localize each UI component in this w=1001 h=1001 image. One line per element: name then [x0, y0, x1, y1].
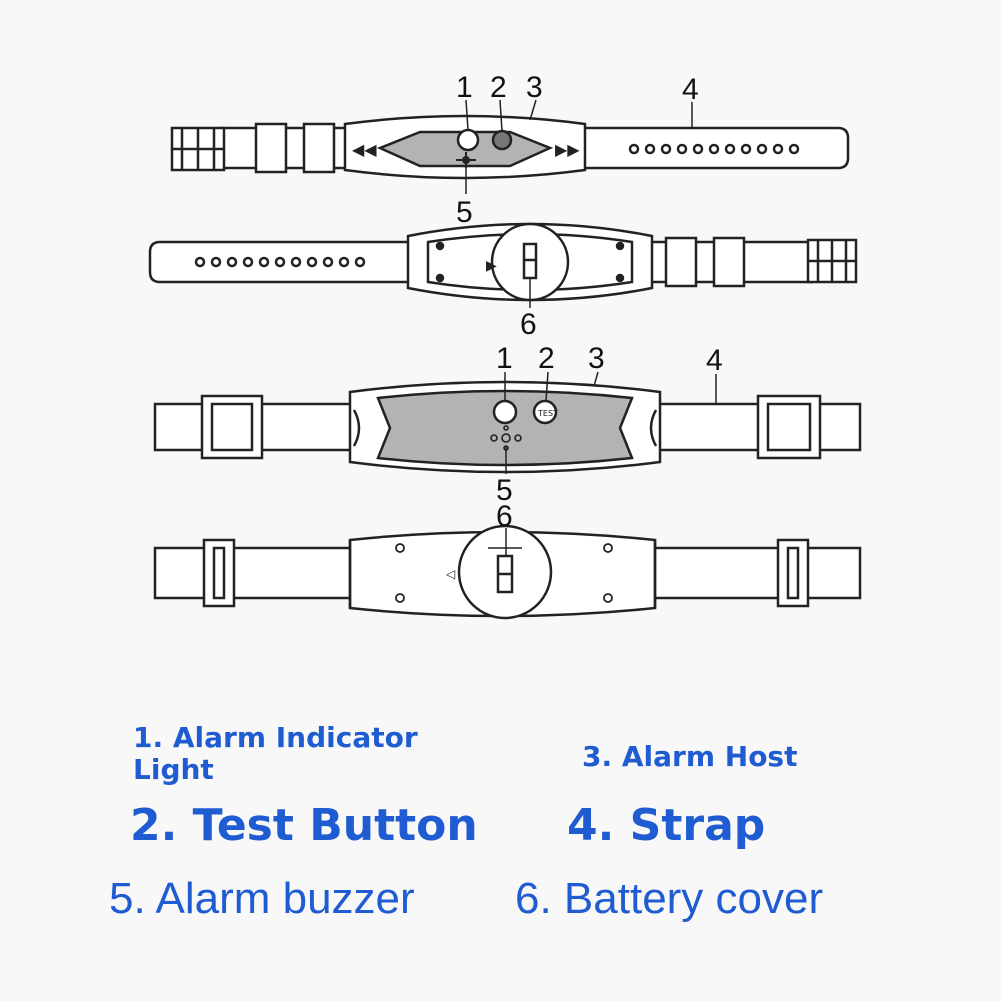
buckle	[170, 126, 226, 172]
strap-loop	[756, 394, 822, 460]
callout-4: 4	[706, 344, 723, 377]
strap-loop	[776, 538, 810, 608]
strap	[578, 126, 850, 170]
legend-item-alarm-buzzer: 5. Alarm buzzer	[109, 874, 415, 923]
view-4-back-wide: ◁	[153, 524, 862, 620]
strap	[648, 402, 862, 452]
view-2-back: ▶	[148, 222, 858, 308]
callout-4: 4	[682, 73, 699, 106]
legend-item-battery-cover: 6. Battery cover	[515, 874, 824, 923]
test-button	[491, 129, 513, 151]
callout-2: 2	[490, 71, 507, 104]
alarm-indicator-light	[456, 128, 480, 152]
callout-5: 5	[456, 196, 473, 229]
svg-text:▶: ▶	[486, 258, 497, 274]
strap-loop	[200, 394, 264, 460]
test-button-label: TEST	[537, 409, 558, 418]
strap	[648, 546, 862, 600]
svg-text:▶▶: ▶▶	[555, 140, 580, 159]
buckle	[806, 238, 858, 284]
callout-2: 2	[538, 342, 555, 375]
callout-3: 3	[526, 71, 543, 104]
strap-loop	[302, 122, 336, 174]
strap-holes	[628, 143, 800, 155]
strap-loop	[664, 236, 698, 288]
callout-6: 6	[496, 500, 513, 533]
svg-text:◀◀: ◀◀	[352, 140, 377, 159]
callout-3: 3	[588, 342, 605, 375]
legend-item-alarm-host: 3. Alarm Host	[582, 740, 798, 773]
test-button	[532, 399, 558, 425]
view-3-front-wide: TEST	[153, 371, 862, 474]
legend-item-strap: 4. Strap	[567, 800, 766, 851]
callout-1: 1	[456, 71, 473, 104]
svg-text:◁: ◁	[445, 567, 455, 581]
alarm-belt-diagram: ◀◀ ▶▶	[148, 71, 862, 620]
strap-loop	[254, 122, 288, 174]
callout-5: 5	[496, 474, 513, 507]
legend-item-test-button: 2. Test Button	[130, 800, 478, 851]
alarm-buzzer	[490, 425, 522, 451]
strap-loop	[712, 236, 746, 288]
callout-6: 6	[520, 308, 537, 341]
alarm-indicator-light	[492, 399, 518, 425]
legend-item-alarm-indicator-light: 1. Alarm Indicator Light	[133, 721, 418, 786]
strap	[153, 546, 357, 600]
alarm-buzzer	[456, 152, 476, 168]
strap-holes	[194, 256, 366, 268]
callout-1: 1	[496, 342, 513, 375]
view-1-front: ◀◀ ▶▶	[170, 99, 850, 194]
strap-loop	[202, 538, 236, 608]
